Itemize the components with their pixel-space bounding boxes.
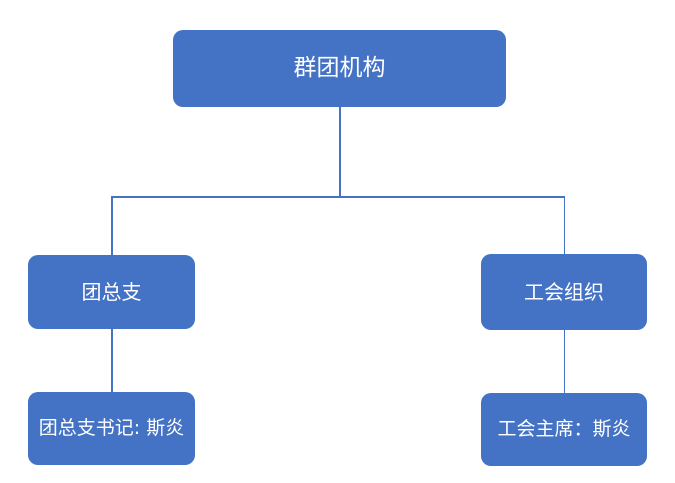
- org-node-root: 群团机构: [173, 30, 506, 107]
- org-node-branch-left: 团总支: [28, 255, 195, 329]
- org-node-leaf-left-label: 团总支书记: 斯炎: [38, 416, 185, 439]
- org-node-branch-right-label: 工会组织: [524, 279, 604, 304]
- org-node-branch-right: 工会组织: [481, 254, 647, 330]
- org-node-root-label: 群团机构: [293, 55, 386, 82]
- connector-left-branch-drop: [111, 196, 113, 255]
- connector-horizontal-bar: [111, 196, 565, 198]
- org-node-leaf-right-label: 工会主席：斯炎: [497, 417, 631, 440]
- org-node-branch-left-label: 团总支: [81, 279, 142, 304]
- connector-root-stem: [339, 107, 341, 196]
- org-node-leaf-right: 工会主席：斯炎: [481, 393, 647, 466]
- connector-right-branch-drop: [563, 196, 565, 254]
- connector-left-leaf-link: [111, 329, 113, 392]
- connector-right-leaf-link: [563, 330, 565, 393]
- org-node-leaf-left: 团总支书记: 斯炎: [28, 392, 195, 465]
